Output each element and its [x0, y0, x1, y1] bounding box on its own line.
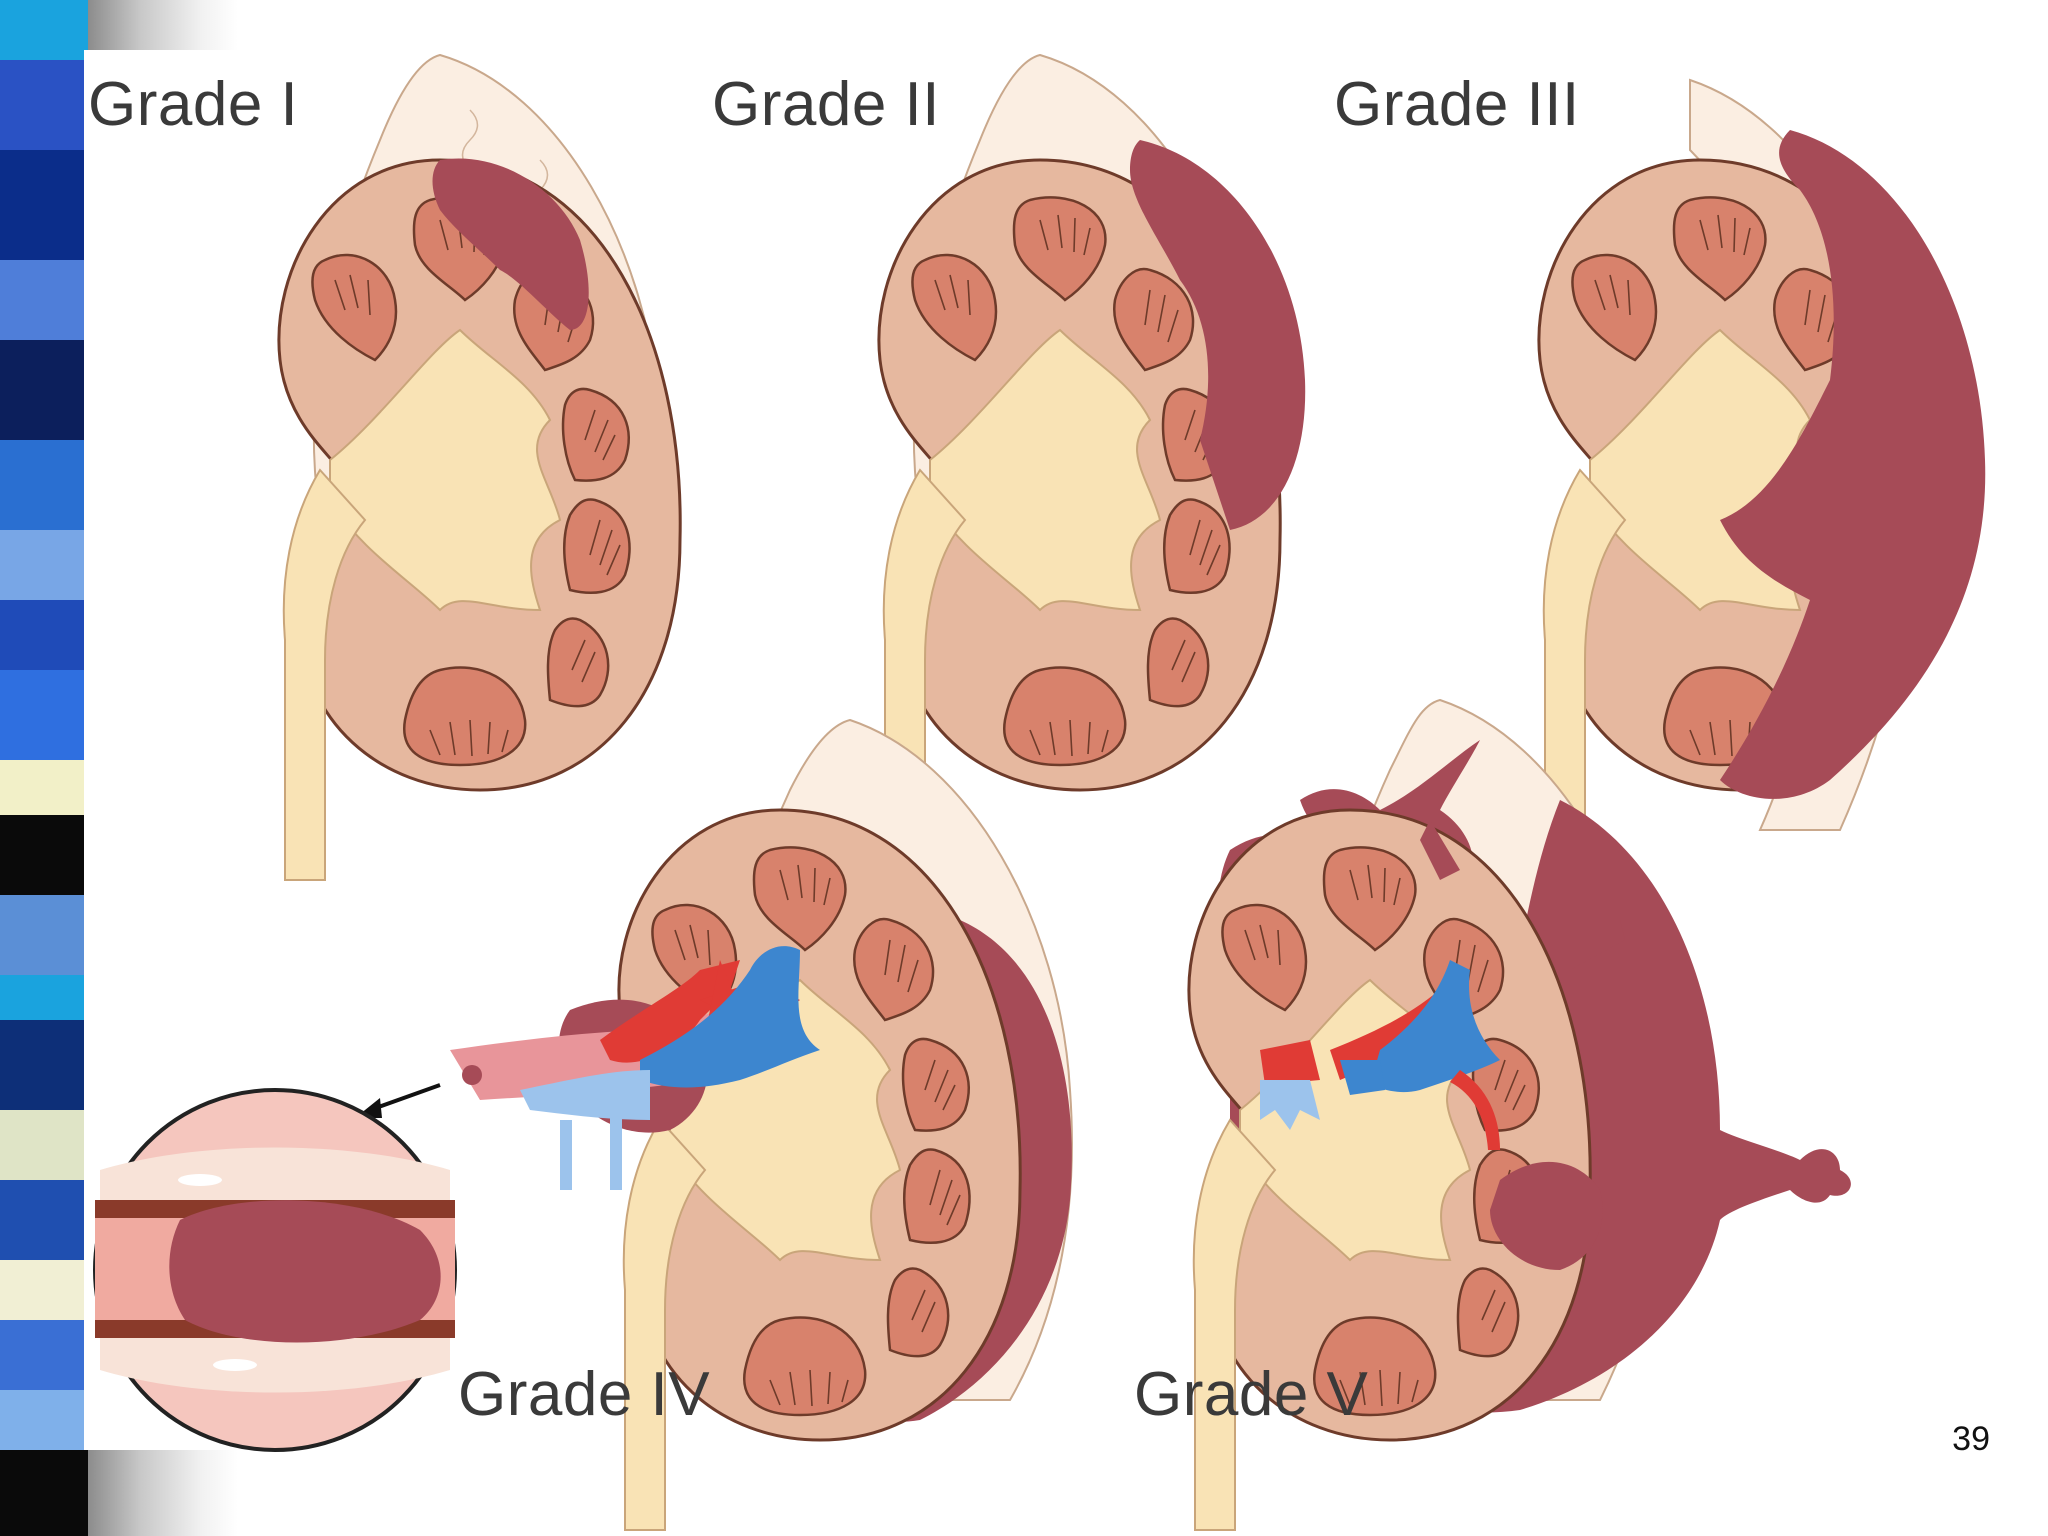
grade-4-kidney-drawing [355, 718, 1073, 1532]
grade-5-label: Grade V [1134, 1360, 1369, 1429]
grade-4-label: Grade IV [458, 1360, 711, 1429]
slide-number: 39 [1952, 1420, 1990, 1458]
grade-5-kidney-drawing [1187, 698, 1851, 1532]
grade-2-kidney-drawing [877, 53, 1306, 882]
grade-2-label: Grade II [712, 70, 940, 139]
grade-3-kidney-drawing [1537, 78, 1986, 882]
decorative-stripe-border [0, 0, 90, 1536]
grade-3-label: Grade III [1334, 70, 1580, 139]
grade-1-kidney-drawing [277, 53, 682, 882]
vessel-intimal-tear-inset [93, 1088, 457, 1452]
grade-1-label: Grade I [88, 70, 299, 139]
